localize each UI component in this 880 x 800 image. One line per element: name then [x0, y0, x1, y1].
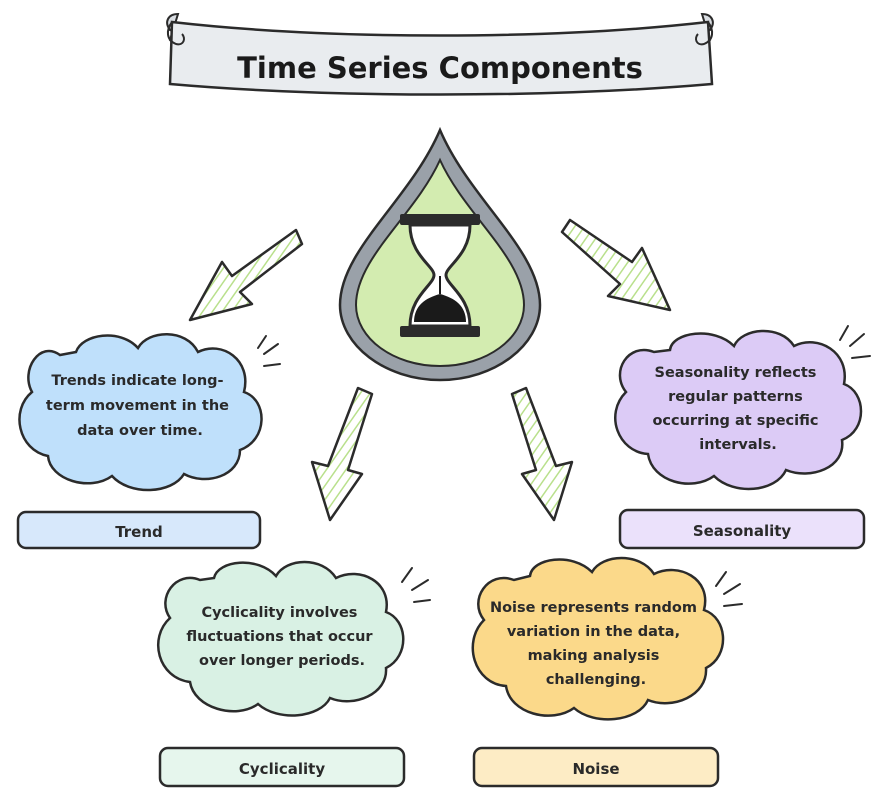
seasonality-description-line: Seasonality reflects: [655, 365, 817, 381]
seasonality-description-line: intervals.: [699, 437, 777, 453]
cyclicality-description-line: fluctuations that occur: [186, 629, 373, 645]
noise-description: Noise represents random variation in the…: [490, 600, 702, 688]
seasonality-label: Seasonality: [693, 522, 792, 540]
noise-description-line: challenging.: [546, 672, 646, 688]
emphasis-marks: [401, 567, 431, 603]
seasonality-label-box: Seasonality: [618, 508, 866, 550]
noise-label: Noise: [572, 760, 619, 778]
seasonality-description-line: occurring at specific: [652, 413, 818, 429]
trend-label: Trend: [115, 523, 163, 541]
trend-description-line: term movement in the: [46, 398, 229, 414]
trend-cloud: Trends indicate long- term movement in t…: [18, 333, 281, 492]
seasonality-description: Seasonality reflects regular patterns oc…: [652, 365, 823, 453]
trend-label-box: Trend: [16, 510, 262, 550]
hourglass-icon: [400, 214, 480, 337]
trend-description-line: data over time.: [77, 423, 203, 439]
noise-description-line: variation in the data,: [507, 624, 680, 640]
cyclicality-description: Cyclicality involves fluctuations that o…: [186, 605, 377, 669]
noise-cloud: Noise represents random variation in the…: [471, 556, 743, 721]
arrow-to-trend: [188, 228, 304, 322]
center-drop: [338, 126, 542, 382]
cyclicality-label-box: Cyclicality: [158, 746, 406, 788]
noise-label-box: Noise: [472, 746, 720, 788]
diagram-title: Time Series Components: [237, 51, 643, 85]
cyclicality-label: Cyclicality: [239, 760, 325, 778]
cyclicality-description-line: over longer periods.: [199, 653, 365, 669]
trend-description: Trends indicate long- term movement in t…: [46, 373, 234, 439]
arrow-to-noise: [510, 386, 574, 522]
arrow-to-cyclicality: [310, 386, 374, 522]
emphasis-marks: [715, 571, 743, 607]
noise-description-line: making analysis: [528, 648, 660, 664]
cyclicality-cloud: Cyclicality involves fluctuations that o…: [156, 560, 431, 717]
trend-description-line: Trends indicate long-: [51, 373, 223, 389]
seasonality-description-line: regular patterns: [668, 389, 803, 405]
noise-description-line: Noise represents random: [490, 600, 697, 616]
emphasis-marks: [257, 335, 281, 367]
emphasis-marks: [839, 325, 871, 359]
seasonality-cloud: Seasonality reflects regular patterns oc…: [614, 325, 871, 491]
title-banner: Time Series Components: [166, 12, 714, 96]
arrow-to-seasonality: [560, 218, 672, 312]
cyclicality-description-line: Cyclicality involves: [201, 605, 357, 621]
